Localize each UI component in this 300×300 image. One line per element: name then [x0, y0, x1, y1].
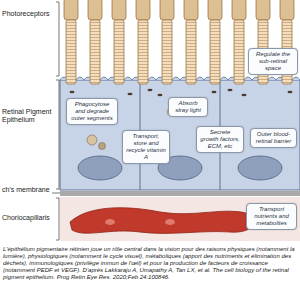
- callout-box: Transport, store and recycle vitamin A: [122, 130, 170, 164]
- figure-caption: L'épithélium pigmentaire rétinien joue u…: [3, 246, 297, 281]
- callout-box: Phagocytose and degrade outer segments: [66, 98, 118, 125]
- callout-box: Secrete growth factors, ECM, etc: [196, 126, 244, 153]
- callout-box: Regulate the sub-retinal space: [248, 48, 298, 75]
- callout-text: Phagocytose and degrade outer segments: [70, 101, 114, 122]
- callout-text: Transport nutrients and metabolites: [250, 206, 293, 227]
- callout-text: Secrete growth factors, ECM, etc: [200, 129, 240, 150]
- layer-label: Choriocapillaris: [2, 214, 57, 222]
- callout-text: Outer blood-retinal barrier: [254, 131, 293, 145]
- callout-box: Outer blood-retinal barrier: [250, 128, 297, 148]
- callout-text: Absorb stray light: [172, 100, 204, 114]
- callout-text: Regulate the sub-retinal space: [252, 51, 294, 72]
- layer-label: ch's membrane: [2, 186, 52, 194]
- layer-label: Photoreceptors: [2, 10, 55, 18]
- callout-box: Absorb stray light: [168, 97, 208, 117]
- layer-label: Retinal Pigment Epithelium: [2, 108, 55, 124]
- callout-text: Transport, store and recycle vitamin A: [126, 133, 166, 161]
- callout-box: Transport nutrients and metabolites: [246, 203, 297, 230]
